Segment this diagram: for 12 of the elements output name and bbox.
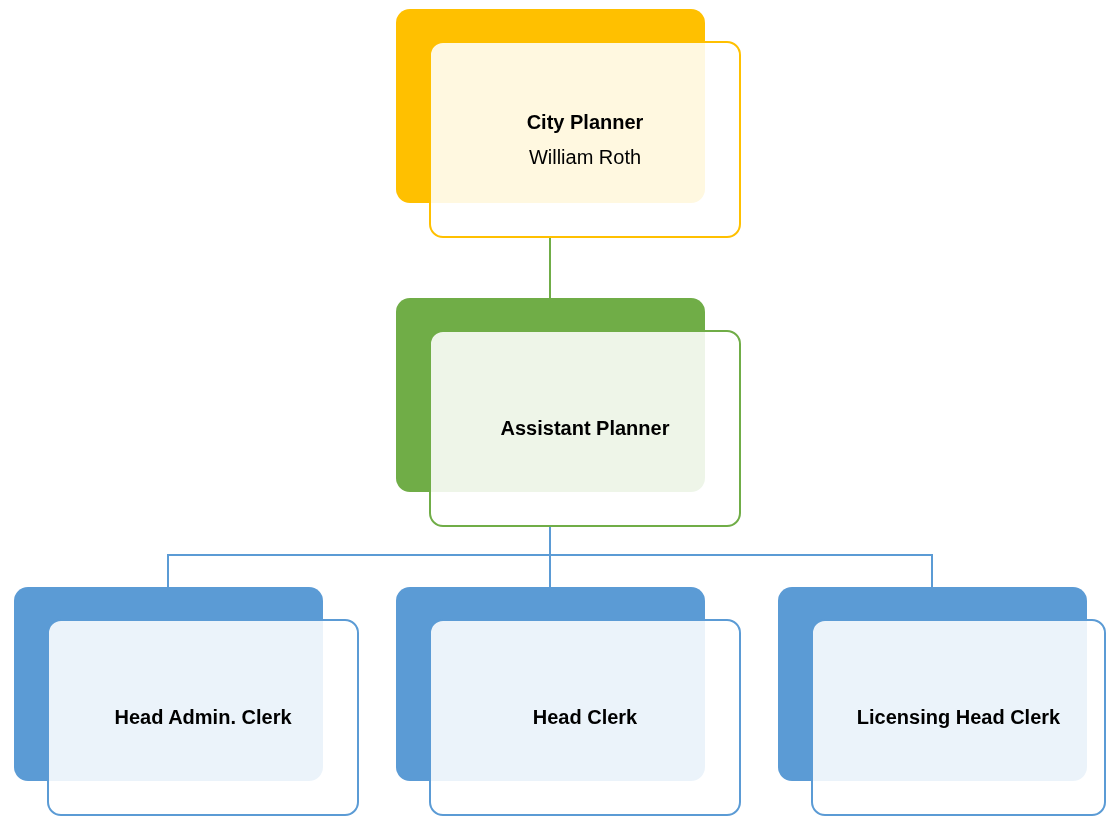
job-title: Licensing Head Clerk — [856, 706, 1061, 729]
org-chart-card — [14, 587, 359, 816]
org-chart-card — [396, 298, 741, 527]
job-title: Head Admin. Clerk — [114, 706, 292, 729]
org-chart-card — [396, 9, 741, 238]
org-chart-card — [396, 587, 741, 816]
org-chart-card — [778, 587, 1106, 816]
connector-line — [549, 237, 551, 299]
job-title: Assistant Planner — [500, 417, 670, 440]
job-title: City Planner — [526, 110, 644, 134]
job-title: Head Clerk — [532, 706, 638, 729]
person-name: William Roth — [528, 145, 642, 169]
